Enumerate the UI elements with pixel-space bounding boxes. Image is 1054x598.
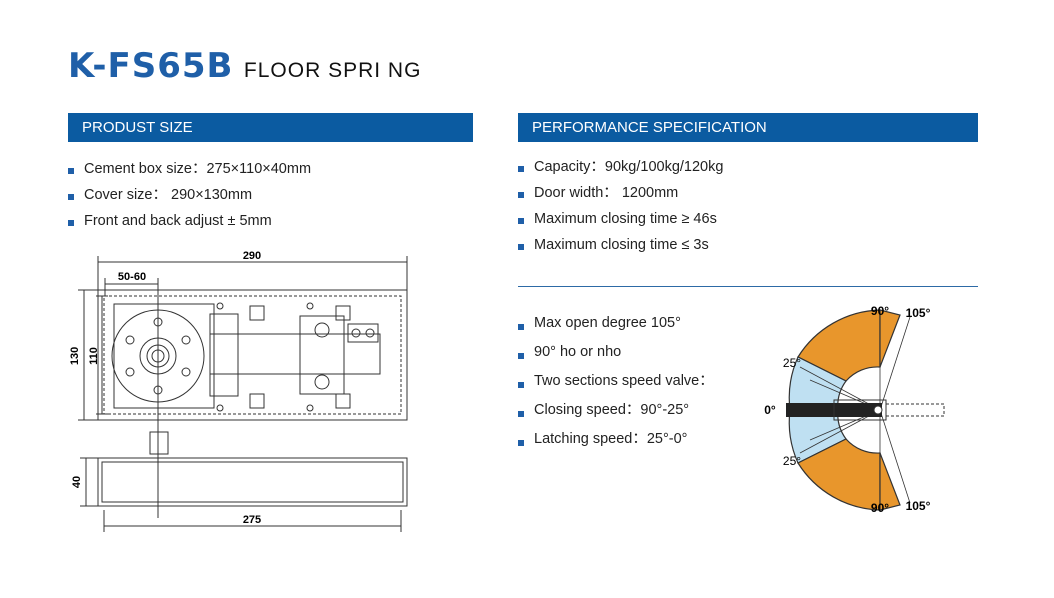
page-title: K-FS65B FLOOR SPRI NG xyxy=(68,46,421,86)
label-25-bottom: 25° xyxy=(783,454,801,468)
dim-height-outer-label: 130 xyxy=(69,347,81,365)
list-item: Cement box size：275×110×40mm xyxy=(68,158,311,184)
performance-list: Capacity：90kg/100kg/120kg Door width： 12… xyxy=(518,156,723,260)
cement-box-side xyxy=(97,457,408,507)
label-0: 0° xyxy=(764,403,776,417)
floor-spring-drawing: 290 50-60 130 110 40 275 xyxy=(69,250,408,532)
list-item: Max open degree 105° xyxy=(518,312,714,341)
product-type: FLOOR SPRI NG xyxy=(243,59,422,82)
label-90-top: 90° xyxy=(871,304,889,318)
dim-length-label: 275 xyxy=(243,514,261,526)
list-item: Front and back adjust ± 5mm xyxy=(68,210,311,236)
list-item: Maximum closing time ≥ 46s xyxy=(518,208,723,234)
label-105-top: 105° xyxy=(906,306,931,320)
list-item: Closing speed：90°-25° xyxy=(518,399,714,428)
label-90-bottom: 90° xyxy=(871,501,889,515)
list-item: Maximum closing time ≤ 3s xyxy=(518,234,723,260)
spring-housing xyxy=(113,303,215,409)
product-size-list: Cement box size：275×110×40mm Cover size：… xyxy=(68,158,311,236)
closed-position-outline xyxy=(885,403,945,417)
opening-angle-diagram: 90° 105° 25° 0° 25° 90° 105° xyxy=(764,304,945,515)
label-105-bottom: 105° xyxy=(906,499,931,513)
list-item: Two sections speed valve： xyxy=(518,370,714,399)
dim-height-inner-label: 110 xyxy=(88,347,100,365)
pivot-point xyxy=(873,405,883,415)
list-item: Cover size： 290×130mm xyxy=(68,184,311,210)
label-25-top: 25° xyxy=(783,356,801,370)
cover-plate xyxy=(97,289,408,421)
list-item: Latching speed：25°-0° xyxy=(518,428,714,457)
arm-body xyxy=(209,333,381,375)
dim-width-label: 290 xyxy=(243,250,261,262)
section-header-product-size: PRODUST SIZE xyxy=(68,113,473,142)
dim-offset-label: 50-60 xyxy=(118,271,146,283)
list-item: Capacity：90kg/100kg/120kg xyxy=(518,156,723,182)
cement-box-outline xyxy=(103,295,402,415)
dim-depth-label: 40 xyxy=(71,476,83,488)
divider xyxy=(518,286,978,287)
spindle xyxy=(149,431,169,455)
list-item: Door width： 1200mm xyxy=(518,182,723,208)
model-number: K-FS65B xyxy=(68,46,234,86)
list-item: 90° ho or nho xyxy=(518,341,714,370)
feature-list: Max open degree 105° 90° ho or nho Two s… xyxy=(518,312,714,457)
pivot-housing xyxy=(833,399,887,421)
section-header-performance: PERFORMANCE SPECIFICATION xyxy=(518,113,978,142)
